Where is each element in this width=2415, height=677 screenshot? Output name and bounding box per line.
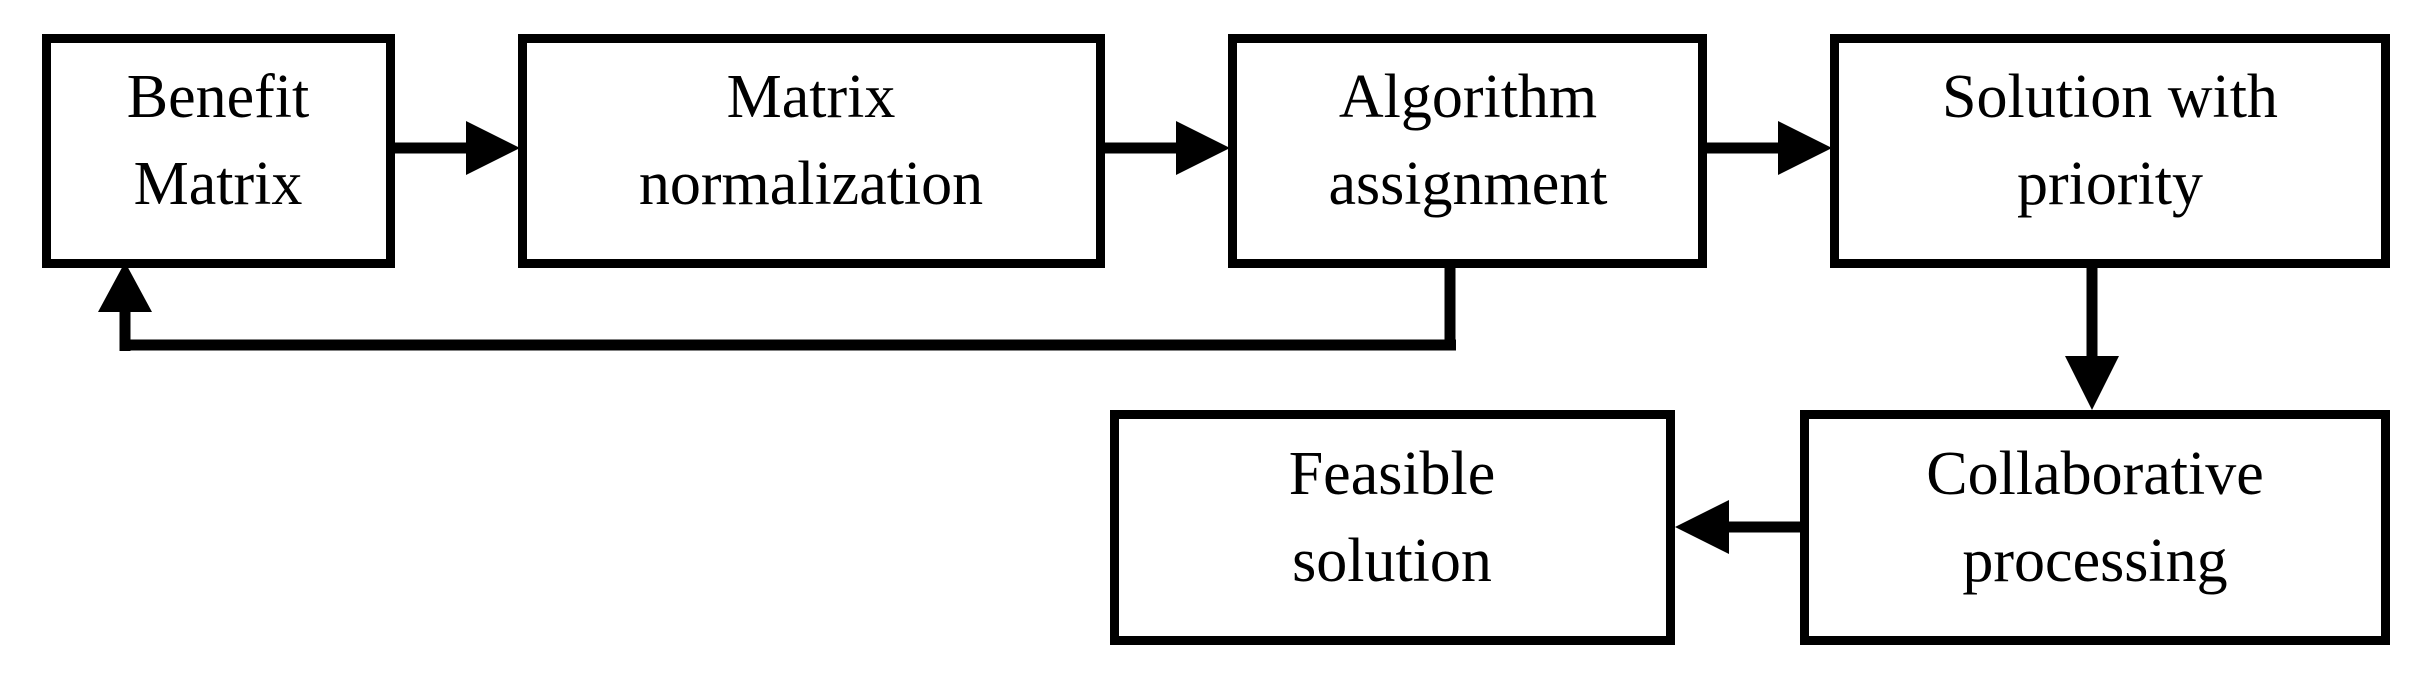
algorithm-assignment-box — [1228, 34, 1707, 268]
benefit-matrix-label-line2: Matrix — [134, 150, 303, 218]
feedback-arrow-head-icon — [98, 262, 152, 312]
edge-algorithm-feedback-to-benefit — [98, 262, 1456, 351]
node-algorithm-assignment[interactable]: Algorithm assignment — [1228, 34, 1707, 268]
collaborative-processing-box — [1800, 410, 2390, 645]
feasible-solution-label-line1: Feasible — [1289, 440, 1496, 508]
feasible-solution-label-line2: solution — [1292, 527, 1492, 595]
edge-normalization-to-algorithm — [1105, 121, 1230, 175]
solution-with-priority-label-line2: priority — [2017, 150, 2203, 218]
solution-with-priority-label-line1: Solution with — [1942, 63, 2278, 131]
edge-benefit-to-normalization — [395, 121, 520, 175]
benefit-matrix-box — [42, 34, 395, 268]
edge-solution-to-collaborative — [2065, 268, 2119, 410]
arrow4-head-icon — [2065, 356, 2119, 410]
node-feasible-solution[interactable]: Feasible solution — [1110, 410, 1675, 645]
collaborative-processing-label-line2: processing — [1962, 527, 2227, 595]
solution-with-priority-box — [1830, 34, 2390, 268]
edge-collaborative-to-feasible — [1675, 500, 1800, 554]
collaborative-processing-label-line1: Collaborative — [1926, 440, 2263, 508]
arrow3-head-icon — [1778, 121, 1832, 175]
algorithm-assignment-label-line1: Algorithm — [1339, 63, 1597, 131]
arrow2-head-icon — [1176, 121, 1230, 175]
algorithm-assignment-label-line2: assignment — [1329, 150, 1608, 218]
matrix-normalization-box — [518, 34, 1105, 268]
node-solution-with-priority[interactable]: Solution with priority — [1830, 34, 2390, 268]
matrix-normalization-label-line2: normalization — [639, 150, 983, 218]
node-benefit-matrix[interactable]: Benefit Matrix — [42, 34, 395, 268]
arrow5-head-icon — [1675, 500, 1729, 554]
arrow1-head-icon — [466, 121, 520, 175]
benefit-matrix-label-line1: Benefit — [127, 63, 310, 131]
matrix-normalization-label-line1: Matrix — [727, 63, 896, 131]
node-matrix-normalization[interactable]: Matrix normalization — [518, 34, 1105, 268]
feasible-solution-box — [1110, 410, 1675, 645]
node-collaborative-processing[interactable]: Collaborative processing — [1800, 410, 2390, 645]
edge-algorithm-to-solution — [1707, 121, 1832, 175]
